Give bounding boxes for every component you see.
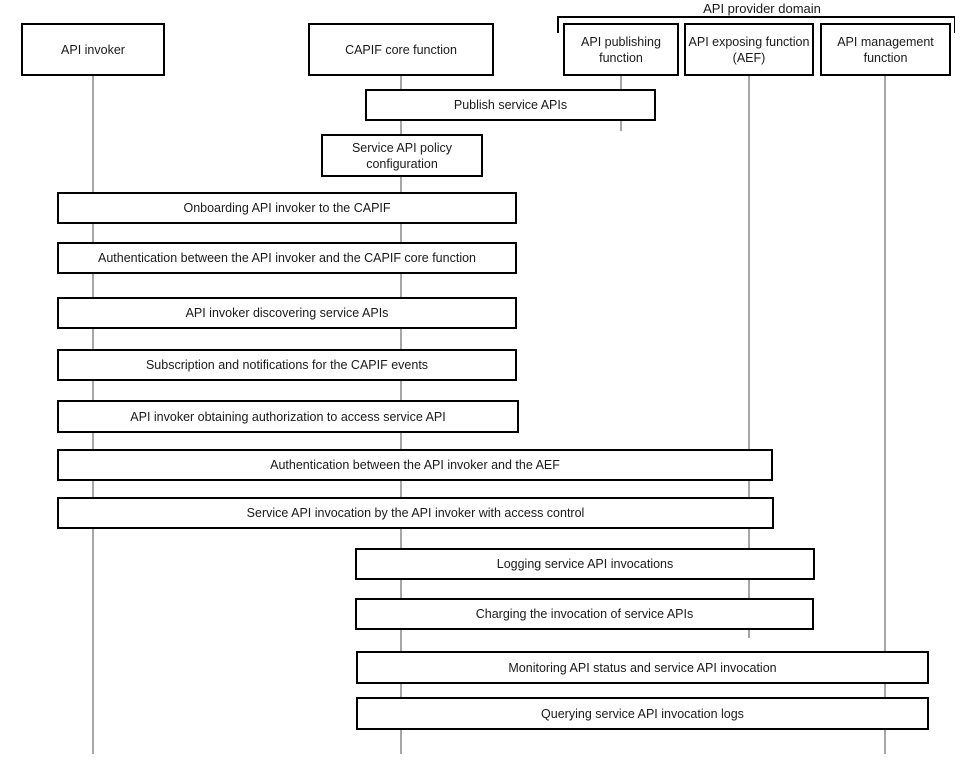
api-provider-domain-bracket-tick-right xyxy=(953,16,955,33)
activity-label: API invoker obtaining authorization to a… xyxy=(130,409,446,424)
participant-label-capif-core-function: CAPIF core function xyxy=(345,42,457,57)
activity-label: Authentication between the API invoker a… xyxy=(97,251,476,265)
activity-service-api-invocation-by-the-api-invoker-with-access-control: Service API invocation by the API invoke… xyxy=(57,497,774,529)
activity-publish-service-apis: Publish service APIs xyxy=(365,89,656,121)
api-provider-domain-bracket-line xyxy=(557,16,955,18)
participant-api-management-function: API management function xyxy=(820,23,951,76)
activity-label: Monitoring API status and service API in… xyxy=(508,660,777,675)
activity-charging-the-invocation-of-service-apis: Charging the invocation of service APIs xyxy=(355,598,814,630)
activity-label: API invoker discovering service APIs xyxy=(185,306,389,320)
activity-authentication-between-the-api-invoker-and-the-capif-core-function: Authentication between the API invoker a… xyxy=(57,242,517,274)
api-provider-domain-label: API provider domain xyxy=(703,1,821,16)
activity-label: Querying service API invocation logs xyxy=(541,706,744,721)
activity-label: Service API invocation by the API invoke… xyxy=(246,506,585,520)
api-provider-domain-bracket-tick-left xyxy=(557,16,559,33)
activity-authentication-between-the-api-invoker-and-the-aef: Authentication between the API invoker a… xyxy=(57,449,773,481)
lifeline-api-management-function xyxy=(884,76,886,754)
activity-label: Charging the invocation of service APIs xyxy=(475,607,694,621)
participant-label-api-invoker: API invoker xyxy=(61,42,125,57)
activity-logging-service-api-invocations: Logging service API invocations xyxy=(355,548,815,580)
participant-label-api-exposing-function: API exposing function (AEF) xyxy=(688,34,810,65)
activity-api-invoker-obtaining-authorization-to-access-service-api: API invoker obtaining authorization to a… xyxy=(57,400,519,433)
activity-label: Subscription and notifications for the C… xyxy=(145,358,429,372)
activity-label: Onboarding API invoker to the CAPIF xyxy=(183,201,391,215)
activity-label: Publish service APIs xyxy=(453,98,568,112)
activity-label: Service API policy configuration xyxy=(351,140,453,171)
activity-querying-service-api-invocation-logs: Querying service API invocation logs xyxy=(356,697,929,730)
activity-service-api-policy-configuration: Service API policy configuration xyxy=(321,134,483,177)
activity-onboarding-api-invoker-to-the-capif: Onboarding API invoker to the CAPIF xyxy=(57,192,517,224)
activity-subscription-and-notifications-for-the-capif-events: Subscription and notifications for the C… xyxy=(57,349,517,381)
participant-api-exposing-function: API exposing function (AEF) xyxy=(684,23,814,76)
activity-api-invoker-discovering-service-apis: API invoker discovering service APIs xyxy=(57,297,517,329)
lifeline-api-exposing-function xyxy=(748,76,750,638)
participant-label-api-management-function: API management function xyxy=(837,34,934,65)
activity-label: Logging service API invocations xyxy=(496,557,674,571)
activity-label: Authentication between the API invoker a… xyxy=(270,458,560,472)
participant-capif-core-function: CAPIF core function xyxy=(308,23,494,76)
participant-label-api-publishing-function: API publishing function xyxy=(581,34,661,65)
participant-api-publishing-function: API publishing function xyxy=(563,23,679,76)
participant-api-invoker: API invoker xyxy=(21,23,165,76)
activity-monitoring-api-status-and-service-api-invocation: Monitoring API status and service API in… xyxy=(356,651,929,684)
